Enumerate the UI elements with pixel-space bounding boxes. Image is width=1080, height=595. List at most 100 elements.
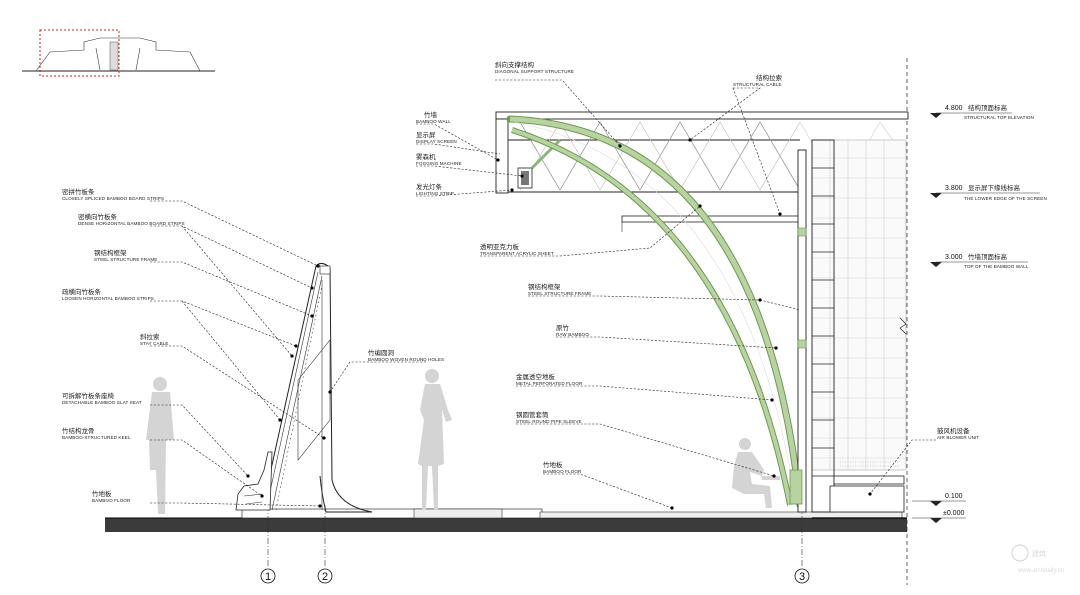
svg-text:钢结构框架: 钢结构框架 (528, 282, 561, 291)
svg-text:雾森机: 雾森机 (416, 152, 436, 161)
svg-text:CLOSELY SPLICED BAMBOO BOARD S: CLOSELY SPLICED BAMBOO BOARD STRIPS (62, 196, 164, 201)
svg-text:竹地板: 竹地板 (543, 460, 563, 469)
leader-lines (150, 79, 936, 510)
svg-text:建筑: 建筑 (1032, 549, 1046, 558)
roof-structure (495, 111, 909, 232)
svg-text:竹结构龙骨: 竹结构龙骨 (62, 426, 95, 435)
key-plan (22, 29, 215, 77)
left-pavilion (235, 262, 373, 513)
svg-text:BAMBOO FLOOR: BAMBOO FLOOR (92, 498, 131, 503)
svg-text:密横向竹板条: 密横向竹板条 (78, 212, 118, 221)
svg-text:密拼竹板条: 密拼竹板条 (62, 187, 95, 196)
svg-text:LOOSEN HORIZONTAL BAMBOO STRIP: LOOSEN HORIZONTAL BAMBOO STRIPS (62, 296, 154, 301)
svg-text:发光灯条: 发光灯条 (416, 182, 443, 191)
svg-text:FOGGING MACHINE: FOGGING MACHINE (416, 161, 462, 166)
svg-text:DETACHABLE BAMBOO SLAT SEAT: DETACHABLE BAMBOO SLAT SEAT (62, 400, 142, 405)
svg-text:金属透空地板: 金属透空地板 (516, 372, 556, 381)
svg-text:www.archdaily.cn: www.archdaily.cn (1017, 568, 1064, 574)
svg-text:LIGHTING STRIP: LIGHTING STRIP (416, 191, 454, 196)
svg-text:THE LOWER EDGE OF THE SCREEN: THE LOWER EDGE OF THE SCREEN (964, 196, 1047, 201)
svg-text:0.100: 0.100 (945, 493, 963, 500)
svg-text:BAMBOO WALL: BAMBOO WALL (416, 119, 451, 124)
elevation-top: 4.800 结构顶面标高 STRUCTURAL TOP ELEVATION (930, 103, 1034, 120)
svg-text:斜拉索: 斜拉索 (140, 332, 160, 341)
svg-text:竹编圆洞: 竹编圆洞 (368, 348, 395, 357)
svg-text:可拆解竹板条座椅: 可拆解竹板条座椅 (62, 391, 115, 400)
svg-text:竹地板: 竹地板 (92, 489, 112, 498)
svg-text:竹墙顶面标高: 竹墙顶面标高 (968, 252, 1008, 261)
svg-text:1: 1 (265, 571, 271, 583)
svg-text:BAMBOO WOVEN ROUND HOLES: BAMBOO WOVEN ROUND HOLES (368, 357, 444, 362)
svg-text:4.800: 4.800 (945, 105, 963, 112)
green-arches (506, 115, 804, 509)
figure-seated-right (732, 438, 780, 508)
svg-text:2: 2 (322, 571, 328, 583)
svg-text:DENSE HORIZONTAL BAMBOO BOARD: DENSE HORIZONTAL BAMBOO BOARD STRIPS (78, 221, 185, 226)
axis-bubble-1: 1 (260, 568, 276, 584)
svg-text:DISPLAY SCREEN: DISPLAY SCREEN (416, 139, 457, 144)
svg-text:STRUCTURAL TOP ELEVATION: STRUCTURAL TOP ELEVATION (964, 115, 1034, 120)
svg-text:斜向支撑结构: 斜向支撑结构 (495, 60, 535, 69)
svg-text:AIR BLOWER UNIT: AIR BLOWER UNIT (937, 435, 979, 440)
axis-bubble-2: 2 (317, 568, 333, 584)
svg-text:显示屏下缘线标高: 显示屏下缘线标高 (968, 183, 1021, 192)
elevation-screen: 3.800 显示屏下缘线标高 THE LOWER EDGE OF THE SCR… (930, 183, 1047, 201)
svg-text:STRUCTURAL CABLE: STRUCTURAL CABLE (733, 82, 782, 87)
figure-standing-center (418, 369, 452, 510)
svg-text:3.000: 3.000 (945, 254, 963, 261)
svg-text:BAMBOO-STRUCTURED KEEL: BAMBOO-STRUCTURED KEEL (62, 435, 131, 440)
ground-slab (105, 508, 907, 532)
svg-text:METAL PERFORATED FLOOR: METAL PERFORATED FLOOR (516, 381, 583, 386)
archdaily-watermark: 建筑 www.archdaily.cn (1011, 544, 1064, 574)
svg-text:TOP OF THE BAMBOO WALL: TOP OF THE BAMBOO WALL (964, 264, 1029, 269)
svg-text:RAW BAMBOO: RAW BAMBOO (556, 332, 589, 337)
svg-text:透明亚克力板: 透明亚克力板 (480, 242, 520, 251)
elevation-ground: ±0.000 (912, 510, 966, 523)
svg-text:±0.000: ±0.000 (943, 510, 964, 517)
svg-text:3.800: 3.800 (945, 185, 963, 192)
svg-text:鼓风机设备: 鼓风机设备 (937, 426, 970, 435)
svg-text:疏横向竹板条: 疏横向竹板条 (62, 287, 102, 296)
elevation-floor-top: 0.100 (912, 493, 966, 506)
svg-text:钢结构框架: 钢结构框架 (94, 248, 127, 257)
svg-text:显示屏: 显示屏 (416, 131, 436, 139)
air-blower-unit (829, 461, 905, 513)
svg-text:结构拉索: 结构拉索 (756, 73, 783, 82)
key-plan-highlight (39, 29, 120, 77)
svg-text:STEEL STRUCTURE FRAME: STEEL STRUCTURE FRAME (528, 291, 591, 296)
svg-text:DIAGONAL SUPPORT STRUCTURE: DIAGONAL SUPPORT STRUCTURE (495, 69, 574, 74)
svg-text:3: 3 (799, 571, 805, 583)
bamboo-wall-grid (789, 139, 907, 513)
axis-bubble-3: 3 (794, 568, 810, 584)
svg-text:竹墙: 竹墙 (424, 110, 438, 119)
svg-text:STAY CABLE: STAY CABLE (140, 341, 169, 346)
svg-text:结构顶面标高: 结构顶面标高 (968, 103, 1008, 112)
svg-text:BAMBOO FLOOR: BAMBOO FLOOR (543, 469, 582, 474)
svg-text:STEEL STRUCTURE FRAME: STEEL STRUCTURE FRAME (94, 257, 157, 262)
elevation-wall: 3.000 竹墙顶面标高 TOP OF THE BAMBOO WALL (930, 252, 1029, 269)
svg-text:钢圆管套筒: 钢圆管套筒 (516, 410, 549, 419)
figure-standing-left (146, 377, 174, 514)
svg-text:TRANSPARENT ACRYLIC SHEET: TRANSPARENT ACRYLIC SHEET (480, 251, 554, 256)
